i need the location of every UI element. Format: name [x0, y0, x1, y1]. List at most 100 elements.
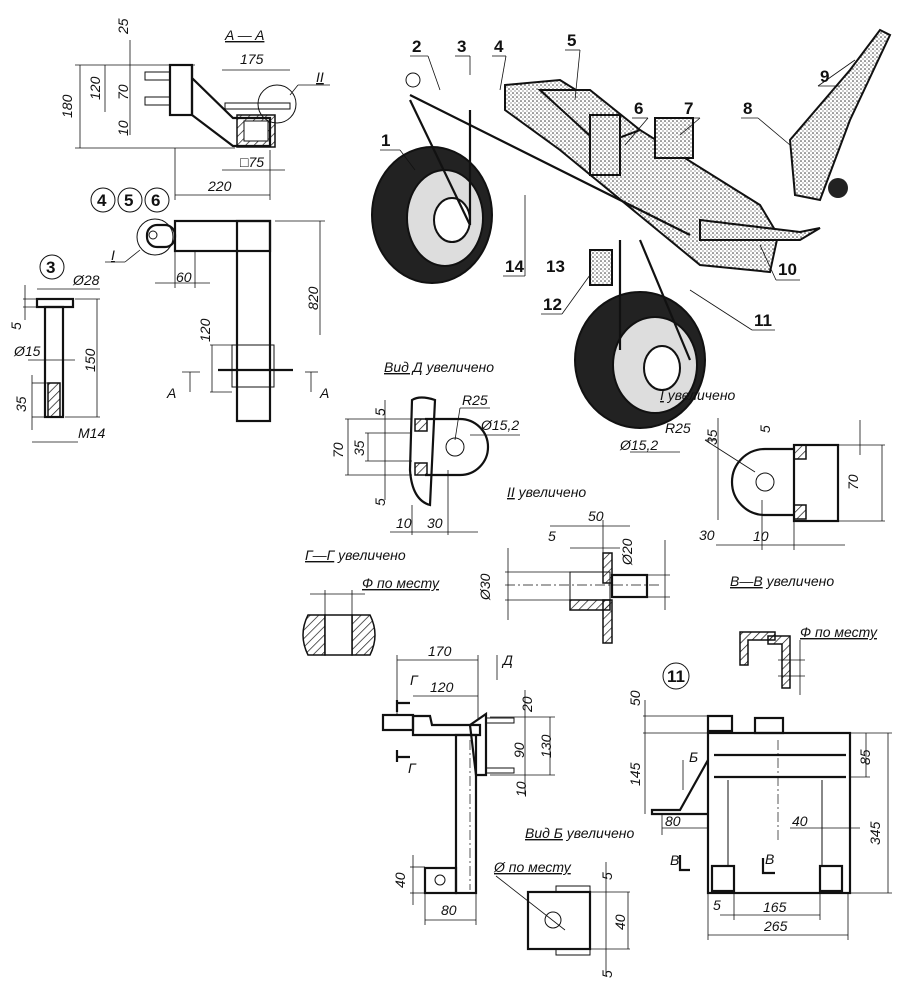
- drawing-stroke: [654, 117, 694, 159]
- drawing-stroke: [23, 285, 100, 443]
- dim-70: 70: [115, 84, 131, 100]
- view-b-plate-note: Ø по месту: [493, 859, 572, 875]
- dim-5-bottom: 5: [372, 498, 388, 506]
- dim-35: 35: [13, 396, 29, 412]
- drawing-stroke: Вид Д: [384, 359, 423, 375]
- drawing-stroke: [454, 407, 461, 441]
- drawing-stroke: [602, 599, 613, 644]
- drawing-stroke: [302, 614, 326, 656]
- drawing-stroke: [755, 472, 775, 492]
- dim-345: 345: [867, 821, 883, 845]
- drawing-stroke: [345, 400, 520, 535]
- tie-rod: [409, 94, 691, 236]
- drawing-stroke: [630, 418, 885, 550]
- drawing-stroke: [828, 178, 848, 198]
- drawing-stroke: [399, 149, 416, 171]
- drawing-stroke: [396, 655, 555, 925]
- drawing-stroke: [574, 49, 581, 101]
- drawing-stroke: [310, 590, 365, 615]
- drawing-stroke: [610, 573, 649, 599]
- dim-50: 50: [627, 690, 643, 706]
- drawing-stroke: [650, 759, 709, 816]
- drawing-stroke: [224, 102, 291, 110]
- drawing-stroke: [602, 552, 613, 584]
- drawing-stroke: увеличено: [518, 484, 587, 500]
- callout-1: 1: [381, 131, 390, 150]
- drawing-stroke: [324, 614, 353, 656]
- part-number-4: 4: [97, 191, 107, 210]
- dim-90: 90: [511, 742, 527, 758]
- callout-2: 2: [412, 37, 421, 56]
- dim-10: 10: [115, 120, 131, 136]
- drawing-stroke: [434, 874, 446, 886]
- section-a-a-title: A — A: [224, 27, 264, 43]
- dim-40: 40: [792, 813, 808, 829]
- drawing-stroke: [173, 219, 272, 253]
- drawing-stroke: [526, 890, 592, 951]
- dim-5: 5: [8, 322, 24, 330]
- drawing-stroke: [589, 249, 613, 286]
- detail-i-enlarged: I увеличено R25 Ø15,2 35 5 70 30 10: [619, 387, 885, 550]
- callout-10: 10: [778, 260, 797, 279]
- dim-5: 5: [548, 528, 556, 544]
- drawing-stroke: [145, 223, 177, 249]
- dim-m14: M14: [78, 425, 105, 441]
- dim-30: 30: [427, 515, 443, 531]
- callout-12: 12: [543, 295, 562, 314]
- dim-40: 40: [392, 872, 408, 888]
- drawing-stroke: [643, 700, 892, 940]
- drawing-stroke: [395, 700, 410, 762]
- drawing-stroke: [243, 120, 269, 142]
- drawing-stroke: [817, 59, 856, 87]
- dim-145: 145: [627, 762, 643, 786]
- drawing-stroke: [505, 520, 670, 620]
- drawing-stroke: [144, 187, 170, 213]
- drawing-stroke: I: [660, 387, 664, 403]
- dim-d20: Ø20: [619, 538, 635, 566]
- drawing-stroke: [704, 439, 756, 473]
- callout-13: 13: [546, 257, 565, 276]
- drawing-stroke: [414, 418, 428, 432]
- drawing-stroke: [144, 71, 171, 81]
- drawing-stroke: [235, 219, 272, 423]
- dim-80: 80: [441, 902, 457, 918]
- drawing-stroke: [624, 117, 649, 146]
- dim-10: 10: [753, 528, 769, 544]
- drawing-stroke: [793, 444, 807, 460]
- drawing-stroke: [408, 396, 437, 507]
- view-b-plate: Ø по месту 5 40 5: [493, 859, 630, 978]
- view-mark-d: Д: [501, 652, 513, 668]
- section-v-v-title: В—В увеличено: [730, 573, 834, 589]
- detail-ii-enlarged: II увеличено 50 5 Ø20 Ø30: [477, 484, 670, 644]
- dim-220: 220: [207, 178, 232, 194]
- dim-170: 170: [428, 643, 452, 659]
- drawing-stroke: [231, 344, 275, 388]
- dim-5-top: 5: [599, 872, 615, 880]
- drawing-stroke: [485, 767, 515, 774]
- dim-5: 5: [757, 425, 773, 433]
- dim-d15-2: Ø15,2: [480, 417, 519, 433]
- dim-d15-2: Ø15,2: [619, 437, 658, 453]
- part-number-5: 5: [124, 191, 133, 210]
- dim-35: 35: [351, 440, 367, 456]
- pin-3: 3 Ø28 5 150 Ø15 35 M14: [8, 254, 105, 443]
- drawing-stroke: Вид Б: [525, 825, 563, 841]
- drawing-stroke: [757, 117, 791, 146]
- dim-85: 85: [857, 749, 873, 765]
- frame-11: 11 50 145 85 345 80 40 5 165 265 Б В: [525, 662, 892, 940]
- drawing-stroke: [759, 244, 777, 281]
- dim-820: 820: [305, 286, 321, 310]
- drawing-stroke: [124, 249, 141, 263]
- drawing-stroke: [414, 462, 428, 476]
- drawing-stroke: [144, 96, 171, 106]
- dim-165: 165: [763, 899, 787, 915]
- drawing-stroke: [75, 40, 330, 200]
- section-v-v: В—В увеличено Ф по месту: [730, 573, 878, 695]
- dim-d15: Ø15: [13, 343, 41, 359]
- drawing-stroke: II: [507, 484, 515, 500]
- dim-70: 70: [845, 474, 861, 490]
- drawing-stroke: [425, 417, 490, 477]
- drawing-stroke: увеличено: [426, 359, 495, 375]
- drawing-stroke: [105, 220, 325, 393]
